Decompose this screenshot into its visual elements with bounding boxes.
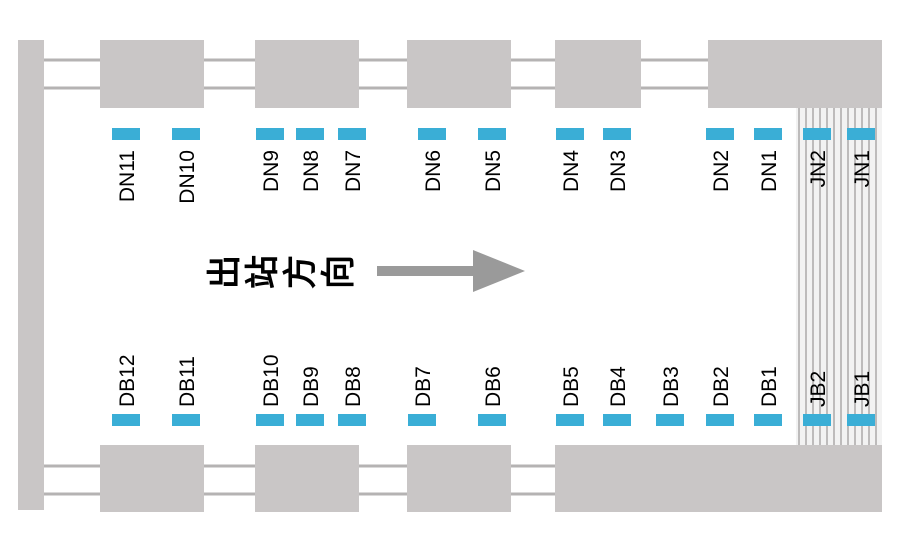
direction-arrow-icon xyxy=(377,250,525,292)
sensor-marker-jb1 xyxy=(847,414,875,426)
direction-char: 站 xyxy=(243,255,283,289)
sensor-label-dn10: DN10 xyxy=(176,150,199,204)
sensor-label-jb2: JB2 xyxy=(807,371,830,407)
sensor-label-dn11: DN11 xyxy=(116,150,139,202)
sensor-label-db9: DB9 xyxy=(300,366,323,407)
direction-char: 方 xyxy=(281,255,321,289)
sensor-label-dn2: DN2 xyxy=(710,150,733,192)
sensor-marker-db9 xyxy=(296,414,324,426)
sensor-label-dn1: DN1 xyxy=(758,150,781,192)
sensor-label-db7: DB7 xyxy=(412,366,435,407)
sensor-marker-dn2 xyxy=(706,128,734,140)
sensor-label-dn6: DN6 xyxy=(422,150,445,192)
sensor-marker-jn2 xyxy=(803,128,831,140)
sensor-marker-dn4 xyxy=(556,128,584,140)
sensor-marker-db12 xyxy=(112,414,140,426)
sensor-marker-db11 xyxy=(172,414,200,426)
top-block xyxy=(555,40,641,108)
sensor-marker-dn11 xyxy=(112,128,140,140)
sensor-marker-db1 xyxy=(754,414,782,426)
sensor-marker-dn3 xyxy=(603,128,631,140)
sensor-label-dn8: DN8 xyxy=(300,150,323,192)
sensor-label-dn5: DN5 xyxy=(482,150,505,192)
top-sensor-group: DN11 DN10 DN9 DN8 DN7 DN6 DN5 DN4 DN3 DN2 DN1 JN2 JN… xyxy=(112,128,875,204)
sensor-label-dn3: DN3 xyxy=(607,150,630,192)
direction-char: 出 xyxy=(205,255,245,289)
sensor-marker-dn7 xyxy=(338,128,366,140)
sensor-marker-db5 xyxy=(556,414,584,426)
left-end-bar xyxy=(18,40,44,510)
bottom-block xyxy=(555,445,882,512)
sensor-marker-db10 xyxy=(256,414,284,426)
sensor-marker-jb2 xyxy=(803,414,831,426)
junction-zone xyxy=(796,108,882,445)
sensor-marker-db2 xyxy=(706,414,734,426)
sensor-label-db6: DB6 xyxy=(482,366,505,407)
top-blocks xyxy=(100,40,882,108)
bottom-block xyxy=(407,445,511,512)
bottom-block xyxy=(100,445,204,512)
sensor-marker-jn1 xyxy=(847,128,875,140)
top-block xyxy=(255,40,359,108)
sensor-marker-db7 xyxy=(408,414,436,426)
bottom-blocks xyxy=(100,445,882,512)
sensor-label-dn7: DN7 xyxy=(342,150,365,192)
bottom-block xyxy=(255,445,359,512)
sensor-label-db12: DB12 xyxy=(116,354,139,407)
sensor-marker-db8 xyxy=(338,414,366,426)
top-block xyxy=(708,40,882,108)
sensor-marker-dn10 xyxy=(172,128,200,140)
top-block xyxy=(407,40,511,108)
sensor-label-db4: DB4 xyxy=(607,366,630,407)
direction-char: 向 xyxy=(319,255,359,289)
sensor-label-dn9: DN9 xyxy=(260,150,283,192)
sensor-label-db11: DB11 xyxy=(176,356,199,407)
sensor-label-db5: DB5 xyxy=(560,366,583,407)
bottom-sensor-group: DB12 DB11 DB10 DB9 DB8 DB7 DB6 DB5 DB4 DB3 DB2 DB1 J… xyxy=(112,354,875,426)
sensor-marker-dn8 xyxy=(296,128,324,140)
sensor-label-db8: DB8 xyxy=(342,366,365,407)
sensor-label-dn4: DN4 xyxy=(560,150,583,192)
sensor-marker-dn6 xyxy=(418,128,446,140)
sensor-label-jn1: JN1 xyxy=(851,150,874,187)
sensor-marker-db3 xyxy=(656,414,684,426)
sensor-label-db2: DB2 xyxy=(710,366,733,407)
sensor-marker-dn1 xyxy=(754,128,782,140)
sensor-marker-dn9 xyxy=(256,128,284,140)
sensor-label-db10: DB10 xyxy=(260,354,283,407)
sensor-marker-db6 xyxy=(478,414,506,426)
sensor-marker-dn5 xyxy=(478,128,506,140)
sensor-label-db3: DB3 xyxy=(660,366,683,407)
sensor-label-jb1: JB1 xyxy=(851,371,874,407)
sensor-label-db1: DB1 xyxy=(758,366,781,407)
top-block xyxy=(100,40,204,108)
sensor-marker-db4 xyxy=(603,414,631,426)
sensor-label-jn2: JN2 xyxy=(807,150,830,187)
